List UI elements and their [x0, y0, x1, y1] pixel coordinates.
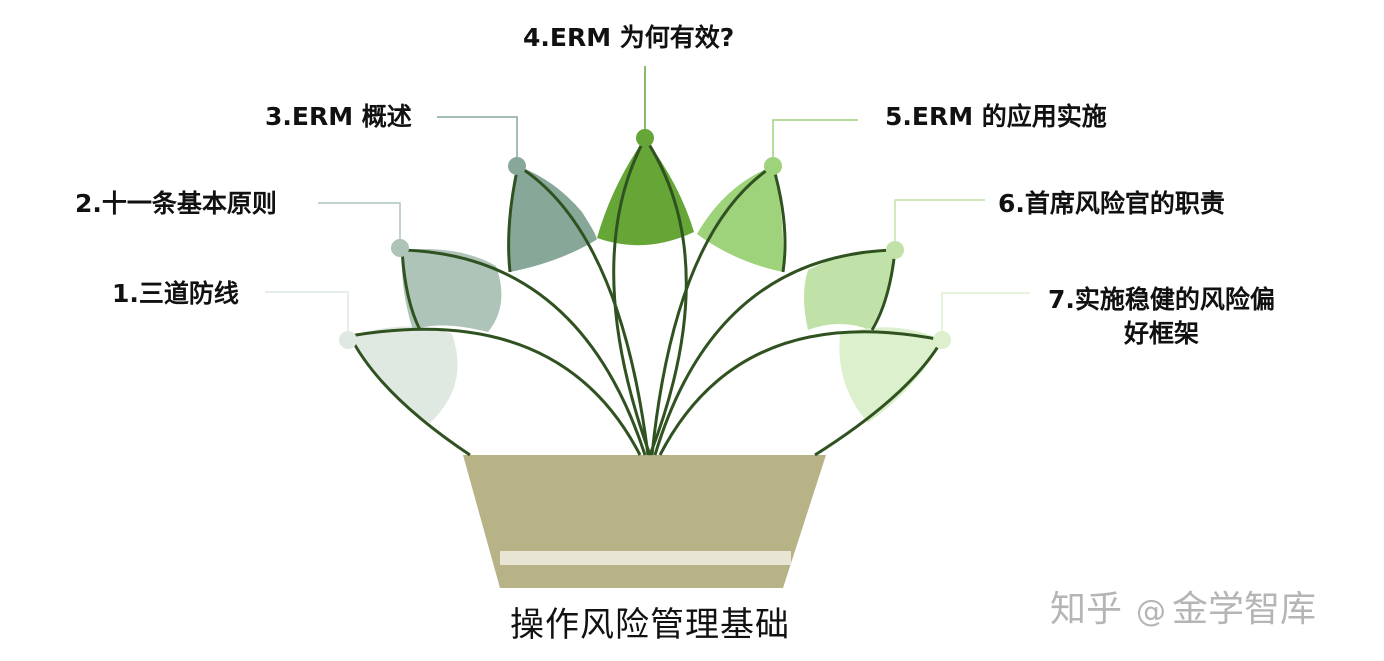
leaf-6	[804, 249, 895, 330]
label-item-7-line2: 好框架	[1123, 319, 1199, 348]
at-icon: @	[1136, 594, 1167, 629]
watermark-author: 金学智库	[1172, 589, 1317, 630]
diagram-title: 操作风险管理基础	[510, 605, 790, 645]
leaf-1	[350, 326, 458, 423]
label-item-5: 5.ERM 的应用实施	[885, 102, 1107, 131]
leaf-7	[839, 327, 942, 423]
watermark: 知乎 @金学智库	[1050, 580, 1316, 632]
leaf-2	[401, 249, 502, 332]
label-item-7-line1: 7.实施稳健的风险偏	[1048, 285, 1275, 314]
label-item-4: 4.ERM 为何有效?	[523, 23, 735, 52]
dot-4	[636, 129, 654, 147]
dot-6	[886, 241, 904, 259]
stems	[348, 137, 944, 457]
leader-lines	[265, 66, 1030, 340]
label-item-6: 6.首席风险官的职责	[998, 189, 1225, 218]
flower-pot	[463, 455, 826, 588]
dot-1	[339, 331, 357, 349]
dot-7	[933, 331, 951, 349]
leaf-5	[697, 166, 784, 272]
label-item-1: 1.三道防线	[112, 279, 239, 308]
label-item-3: 3.ERM 概述	[265, 102, 412, 131]
leaf-3	[508, 166, 597, 272]
dot-3	[508, 157, 526, 175]
leaf-4	[597, 138, 694, 246]
dot-5	[764, 157, 782, 175]
dot-2	[391, 239, 409, 257]
pot-band	[500, 551, 791, 565]
watermark-brand: 知乎	[1050, 589, 1123, 630]
label-item-2: 2.十一条基本原则	[75, 189, 277, 218]
label-item-7: 7.实施稳健的风险偏 好框架	[1048, 283, 1275, 351]
